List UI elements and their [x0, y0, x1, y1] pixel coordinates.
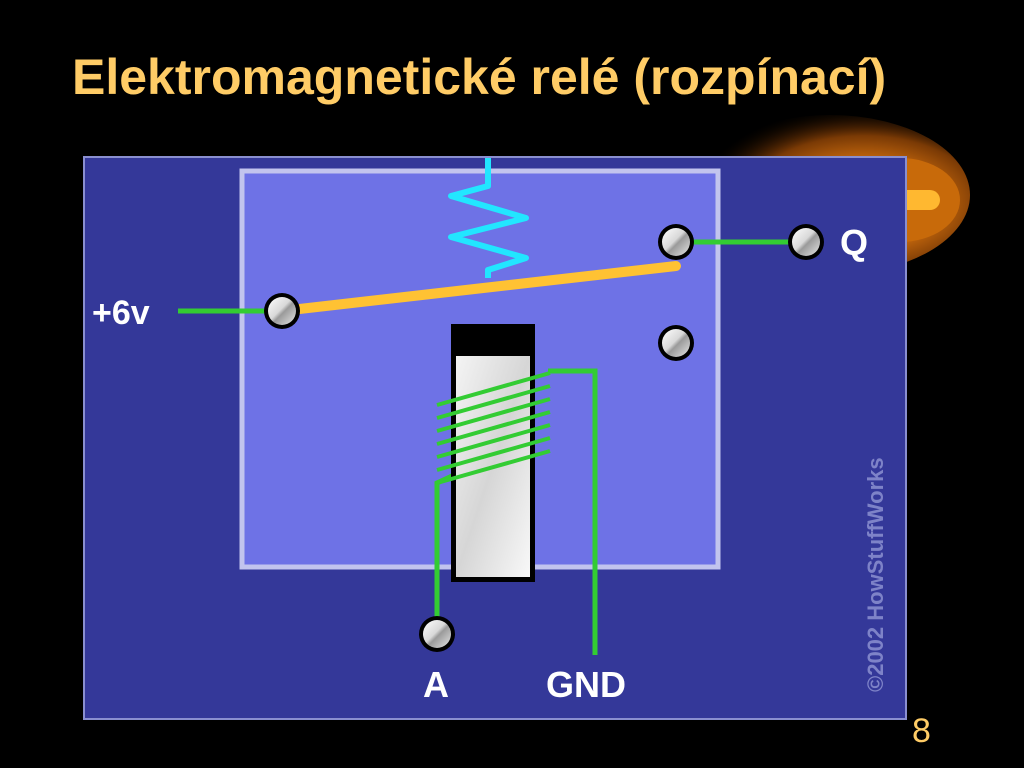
terminals: [264, 224, 824, 652]
armature: [277, 261, 681, 316]
slide-title: Elektromagnetické relé (rozpínací): [72, 49, 887, 105]
label-ground: GND: [546, 664, 626, 705]
label-output: Q: [840, 222, 868, 263]
label-supply: +6v: [92, 294, 150, 332]
coil-lead-gnd: [548, 368, 598, 655]
terminal-nc: [658, 224, 694, 260]
label-coil-a: A: [423, 664, 449, 705]
coil: [436, 371, 551, 485]
terminal-coil-a: [419, 616, 455, 652]
terminal-supply: [264, 293, 300, 329]
spring: [448, 158, 529, 278]
copyright-text: ©2002 HowStuffWorks: [863, 457, 888, 692]
page-number: 8: [912, 712, 931, 750]
terminal-no: [658, 325, 694, 361]
terminal-output: [788, 224, 824, 260]
